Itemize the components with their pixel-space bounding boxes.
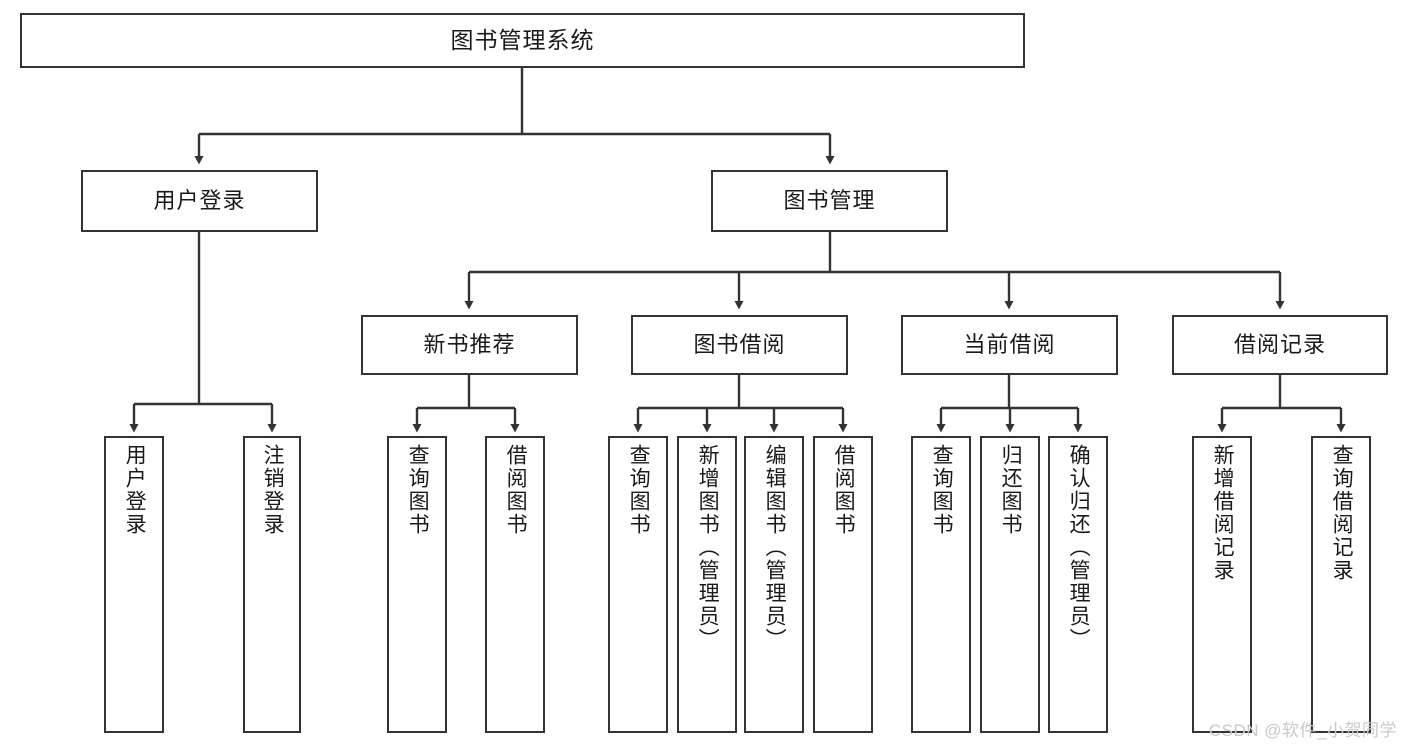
leaf-user-login[interactable]: 用户登录 <box>104 436 164 733</box>
leaf-borrow-book[interactable]: 借阅图书 <box>813 436 873 733</box>
leaf-confirm-return-admin[interactable]: 确认归还（管理员） <box>1048 436 1108 733</box>
leaf-logout-login[interactable]: 注销登录 <box>243 436 301 733</box>
leaf-query-book-recommend[interactable]: 查询图书 <box>387 436 447 733</box>
leaf-edit-book-admin[interactable]: 编辑图书（管理员） <box>744 436 804 733</box>
watermark-text: CSDN @软件_小贺同学 <box>1208 721 1397 740</box>
leaf-query-borrow-record[interactable]: 查询借阅记录 <box>1311 436 1371 733</box>
node-borrow-record[interactable]: 借阅记录 <box>1172 315 1388 375</box>
node-user-login[interactable]: 用户登录 <box>81 170 318 232</box>
leaf-query-book-current[interactable]: 查询图书 <box>911 436 971 733</box>
leaf-add-borrow-record[interactable]: 新增借阅记录 <box>1192 436 1252 733</box>
leaf-query-book-borrow[interactable]: 查询图书 <box>608 436 668 733</box>
leaf-add-book-admin[interactable]: 新增图书（管理员） <box>677 436 737 733</box>
node-new-book-recommend[interactable]: 新书推荐 <box>361 315 578 375</box>
node-current-borrow[interactable]: 当前借阅 <box>901 315 1118 375</box>
leaf-return-book[interactable]: 归还图书 <box>980 436 1040 733</box>
node-book-management[interactable]: 图书管理 <box>711 170 948 232</box>
leaf-borrow-book-recommend[interactable]: 借阅图书 <box>485 436 545 733</box>
node-book-borrow[interactable]: 图书借阅 <box>631 315 848 375</box>
node-root-system[interactable]: 图书管理系统 <box>20 13 1025 68</box>
